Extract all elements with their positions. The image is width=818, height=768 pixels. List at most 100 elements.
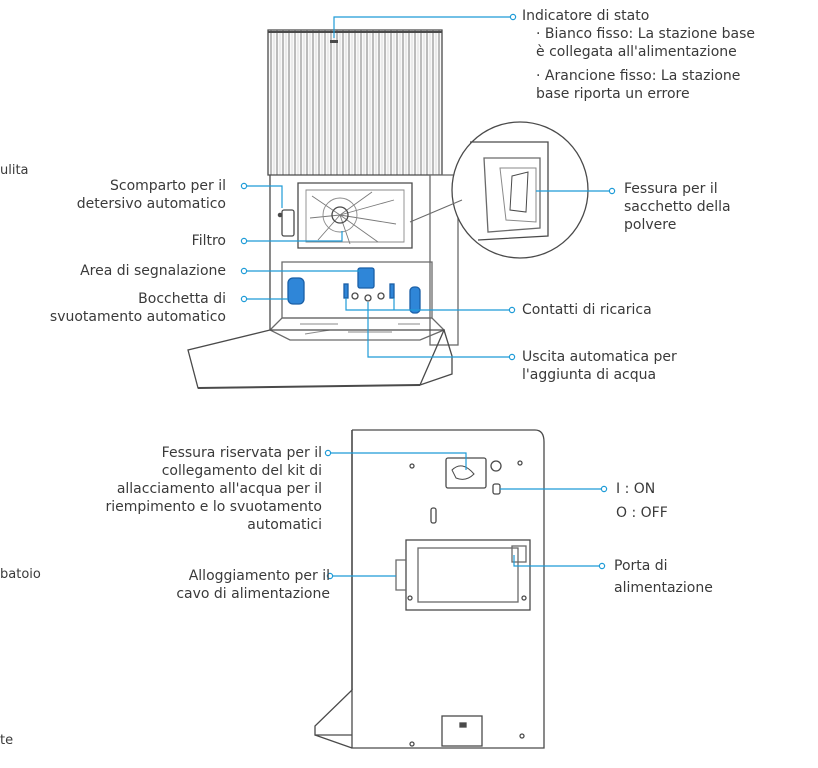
water-kit-valve <box>451 465 475 480</box>
lower-service-panel <box>441 715 483 747</box>
switch-off: O : OFF <box>616 505 668 521</box>
leader-detergent <box>244 185 283 208</box>
fragment-bottom: te <box>0 733 14 748</box>
status-led <box>330 40 338 43</box>
base-plate-front <box>197 384 421 389</box>
reserved-line-5: automatici <box>247 517 322 533</box>
leader-reserved-slot <box>328 452 467 470</box>
cable-housing <box>405 539 531 611</box>
water-outlet-line-2: l'aggiunta di acqua <box>522 367 657 383</box>
label-power-switch: I : ON O : OFF <box>616 480 668 522</box>
dot-contacts <box>508 306 516 314</box>
power-port <box>511 545 527 563</box>
cable-channel <box>395 559 406 591</box>
leader-lines <box>244 16 612 577</box>
ramp-grooves <box>300 323 420 335</box>
water-outlet-line-1: Uscita automatica per <box>522 349 677 365</box>
zoom-outer-frame <box>470 141 549 241</box>
station-base-plate <box>187 329 445 389</box>
dot-cable-housing <box>326 572 334 580</box>
lower-panel-latch <box>459 722 467 728</box>
power-port-line-2: alimentazione <box>614 580 713 596</box>
zoom-circle <box>451 121 589 259</box>
back-station-body <box>314 429 545 749</box>
water-outlet-left <box>351 292 359 300</box>
base-plate-lip <box>419 329 453 386</box>
vertical-slot <box>430 507 437 524</box>
charging-contact-left <box>343 283 349 299</box>
leader-contacts <box>345 298 512 311</box>
detergent-line-1: Scomparto per il <box>110 178 226 194</box>
label-filter: Filtro <box>191 233 226 249</box>
label-water-outlet: Uscita automatica per l'aggiunta di acqu… <box>522 348 677 384</box>
dot-filter <box>240 237 248 245</box>
power-switch <box>492 483 501 495</box>
dust-bag-line-2: sacchetto della <box>624 199 731 215</box>
label-cable-housing: Alloggiamento per il cavo di alimentazio… <box>176 567 330 603</box>
dot-nozzle <box>240 295 248 303</box>
screw-mid-right <box>521 595 527 601</box>
zoom-inner-frame <box>483 157 541 233</box>
dot-water-outlet <box>508 353 516 361</box>
detergent-line-2: detersivo automatico <box>76 196 226 212</box>
label-charging-contacts: Contatti di ricarica <box>522 302 652 318</box>
zoom-connector-line <box>409 199 463 223</box>
filter-fan-ring <box>322 197 358 233</box>
back-stand-foot <box>314 734 353 749</box>
status-white-1: · Bianco fisso: La stazione base <box>536 26 756 42</box>
label-dust-bag-slot: Fessura per il sacchetto della polvere <box>624 180 731 234</box>
reserved-line-1: Fessura riservata per il <box>161 445 322 461</box>
charging-contact-right <box>389 283 395 299</box>
leader-water-outlet <box>367 302 512 358</box>
filter-chamber-inner <box>305 189 405 243</box>
dot-status <box>509 13 517 21</box>
station-ramp <box>268 317 446 341</box>
screw-bottom-right <box>519 733 525 739</box>
dust-bag-line-1: Fessura per il <box>624 181 718 197</box>
label-signal-area: Area di segnalazione <box>80 263 226 279</box>
label-power-port: Porta di alimentazione <box>614 557 713 597</box>
cable-housing-line-1: Alloggiamento per il <box>188 568 330 584</box>
screw-mid-left <box>407 595 413 601</box>
fragment-top: ulita <box>0 163 29 178</box>
leader-filter <box>244 231 343 242</box>
detergent-compartment <box>281 209 295 237</box>
reserved-line-4: riempimento e lo svuotamento <box>105 499 322 515</box>
reserved-line-2: collegamento del kit di <box>161 463 322 479</box>
status-orange-2: base riporta un errore <box>536 86 690 102</box>
filter-chamber <box>297 182 413 249</box>
front-view-station <box>187 29 459 389</box>
slot-knob <box>490 460 502 472</box>
status-orange-1: · Arancione fisso: La stazione <box>536 68 741 84</box>
dot-dust-bag <box>608 187 616 195</box>
leader-power-port <box>513 555 602 567</box>
water-outlet-right <box>377 292 385 300</box>
status-title: Indicatore di stato <box>522 8 650 24</box>
reserved-line-3: allacciamento all'acqua per il <box>116 481 322 497</box>
dot-detergent <box>240 182 248 190</box>
dot-power-port <box>598 562 606 570</box>
station-top-tank <box>267 29 443 176</box>
screw-top-left <box>409 463 415 469</box>
status-white-2: è collegata all'alimentazione <box>536 44 737 60</box>
label-auto-empty-nozzle: Bocchetta di svuotamento automatico <box>50 290 226 326</box>
screw-bottom-left <box>409 741 415 747</box>
power-port-line-1: Porta di <box>614 558 668 574</box>
auto-empty-nozzle-right <box>409 286 421 314</box>
cable-housing-inner <box>417 547 519 603</box>
fragment-middle: batoio <box>0 567 41 582</box>
nozzle-line-2: svuotamento automatico <box>49 309 226 325</box>
dot-signal <box>240 267 248 275</box>
zoom-bag-flap <box>509 171 529 213</box>
auto-empty-nozzle-left <box>287 277 305 305</box>
filter-fan-hub <box>331 206 349 224</box>
leader-status <box>333 16 513 38</box>
switch-on: I : ON <box>616 481 656 497</box>
dot-reserved-slot <box>324 449 332 457</box>
signal-area-block <box>357 267 375 289</box>
detergent-hole <box>277 212 283 218</box>
zoom-bag-slot <box>499 167 537 223</box>
label-status-indicator: Indicatore di stato · Bianco fisso: La s… <box>522 7 755 103</box>
dot-switch <box>600 485 608 493</box>
